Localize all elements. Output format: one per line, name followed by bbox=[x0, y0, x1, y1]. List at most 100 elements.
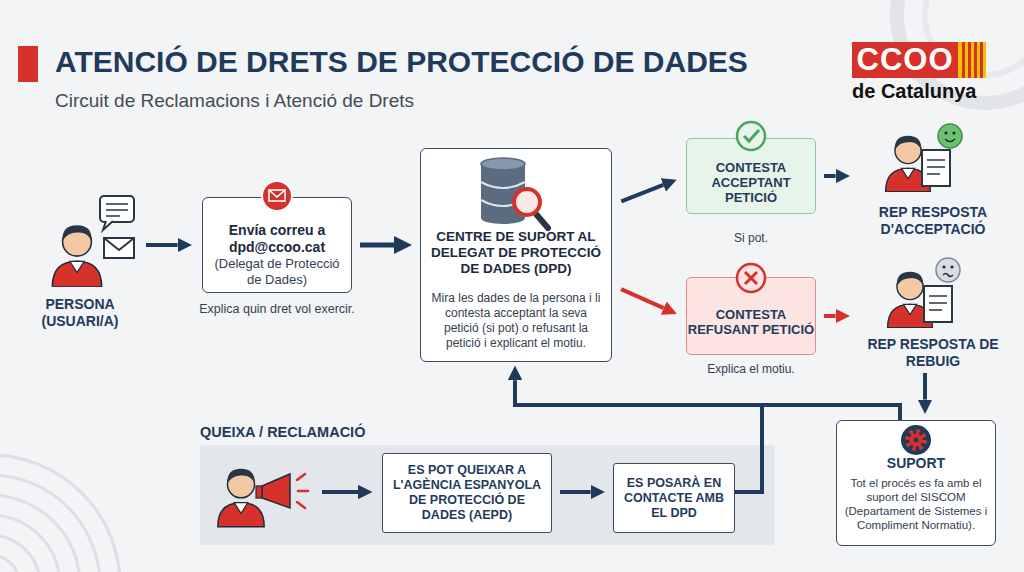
process-box: ES POSARÀ EN CONTACTE AMB EL DPD bbox=[613, 463, 735, 533]
badge-circle bbox=[901, 425, 931, 455]
logo-text: CCOO bbox=[852, 42, 958, 78]
speech-bubble-tail bbox=[103, 221, 113, 230]
logo-flag bbox=[958, 42, 986, 78]
node-text: (Delegat de Protecció de Dades) bbox=[203, 256, 351, 288]
decor-ring bbox=[0, 515, 60, 572]
happy-face bbox=[938, 124, 962, 148]
database-base bbox=[481, 212, 525, 224]
cross-mark bbox=[745, 272, 757, 284]
flow-arrow bbox=[515, 380, 900, 420]
rejected-user-icon bbox=[888, 258, 960, 328]
node-heading: REP RESPOSTA D'ACCEPTACIÓ bbox=[858, 204, 1008, 238]
check-mark bbox=[744, 130, 759, 141]
logo bbox=[852, 42, 986, 78]
face-mouth bbox=[943, 274, 953, 277]
envelope-flap bbox=[269, 190, 285, 197]
actor-node: REP RESPOSTA DE REBUIG bbox=[858, 255, 1008, 370]
node-heading: REP RESPOSTA DE REBUIG bbox=[858, 336, 1008, 370]
node-text: Explica quin dret vol exercir. bbox=[193, 302, 361, 317]
decor-ring bbox=[897, 0, 1024, 103]
node-heading: QUEIXA / RECLAMACIÓ bbox=[200, 423, 365, 441]
user-icon bbox=[52, 196, 134, 287]
database-ring bbox=[481, 182, 525, 188]
confused-face bbox=[936, 258, 960, 282]
decor-ring bbox=[0, 475, 100, 572]
email-badge bbox=[262, 181, 292, 211]
decor-ring bbox=[925, 0, 1024, 75]
envelope-icon bbox=[104, 238, 134, 258]
document-lines bbox=[927, 160, 945, 174]
node-heading: CONTESTA ACCEPTANT PETICIÓ bbox=[687, 160, 815, 205]
logo-flag-stripe bbox=[968, 42, 971, 78]
complaint-band: QUEIXA / RECLAMACIÓES POT QUEIXAR A L'AG… bbox=[200, 445, 775, 545]
megaphone-handle bbox=[256, 486, 264, 498]
gear-teeth bbox=[908, 432, 924, 448]
node-text: Explica el motiu. bbox=[677, 362, 825, 377]
magnifier-lens bbox=[514, 189, 540, 215]
flow-arrow bbox=[621, 185, 663, 201]
document-icon bbox=[922, 150, 950, 186]
speech-lines bbox=[106, 204, 128, 216]
decor-ring bbox=[0, 555, 20, 572]
logo-block bbox=[852, 42, 958, 78]
sound-lines bbox=[297, 474, 308, 508]
flow-arrow bbox=[515, 380, 762, 492]
decor-ring bbox=[0, 455, 120, 572]
node-heading: CENTRE DE SUPORT AL DELEGAT DE PROTECCIÓ… bbox=[427, 229, 605, 277]
flow-arrow bbox=[360, 243, 394, 248]
flow-arrow bbox=[824, 314, 836, 318]
face-eye bbox=[942, 265, 945, 268]
logo-subtitle: de Catalunya bbox=[852, 79, 1002, 103]
node-heading: ES POT QUEIXAR A L'AGÈNCIA ESPANYOLA DE … bbox=[391, 463, 543, 523]
flow-arrow bbox=[322, 490, 358, 494]
badge-circle bbox=[262, 181, 292, 211]
flow-arrow bbox=[824, 174, 836, 178]
person-icon bbox=[218, 469, 264, 527]
node-heading: PERSONA (USUARI/A) bbox=[20, 296, 140, 330]
gear-hole bbox=[914, 438, 919, 443]
node-text: Tot el procés es fa amb el suport del SI… bbox=[843, 476, 989, 532]
complaint-user-icon bbox=[218, 469, 358, 527]
flow-arrow bbox=[621, 289, 664, 308]
person-icon bbox=[886, 136, 931, 192]
logo-flag-stripe bbox=[974, 42, 977, 78]
gear-body bbox=[910, 434, 923, 447]
node-heading: ES POSARÀ EN CONTACTE AMB EL DPD bbox=[620, 476, 728, 521]
badge-circle bbox=[737, 264, 765, 292]
process-box: Envía correu a dpd@ccoo.cat(Delegat de P… bbox=[202, 197, 352, 293]
envelope-flap bbox=[104, 238, 134, 250]
document-icon bbox=[924, 286, 952, 322]
face-eye bbox=[944, 131, 947, 134]
document-lines bbox=[929, 296, 947, 310]
logo-flag-stripe bbox=[962, 42, 965, 78]
actor-node: PERSONA (USUARI/A) bbox=[20, 195, 140, 330]
megaphone-icon bbox=[262, 474, 290, 508]
reject-badge bbox=[737, 264, 765, 292]
decor-ring bbox=[0, 495, 80, 572]
database-body bbox=[481, 164, 525, 218]
database-top bbox=[481, 158, 525, 170]
node-heading: SUPORT bbox=[887, 455, 945, 472]
database-icon bbox=[481, 158, 548, 228]
node-heading: Envía correu a dpd@ccoo.cat bbox=[203, 222, 351, 256]
accept-box: CONTESTA ACCEPTANT PETICIÓSi pot. bbox=[686, 138, 816, 214]
reject-box: CONTESTA REFUSANT PETICIÓExplica el moti… bbox=[686, 277, 816, 355]
node-text: Si pot. bbox=[687, 231, 815, 246]
node-heading: CONTESTA REFUSANT PETICIÓ bbox=[687, 307, 815, 337]
magnifier-handle bbox=[536, 214, 548, 228]
flow-arrow bbox=[146, 243, 178, 247]
face-eye bbox=[952, 131, 955, 134]
flow-arrow bbox=[923, 373, 927, 400]
envelope-icon bbox=[269, 190, 285, 201]
person-icon bbox=[888, 272, 933, 328]
badge-circle bbox=[737, 122, 765, 150]
logo-flag-stripe bbox=[980, 42, 983, 78]
accept-badge bbox=[737, 122, 765, 150]
speech-bubble bbox=[100, 196, 134, 222]
face-smile bbox=[945, 139, 955, 142]
title-accent-bar bbox=[18, 46, 38, 82]
process-box: ES POT QUEIXAR A L'AGÈNCIA ESPANYOLA DE … bbox=[382, 453, 552, 533]
support-badge bbox=[901, 425, 931, 455]
